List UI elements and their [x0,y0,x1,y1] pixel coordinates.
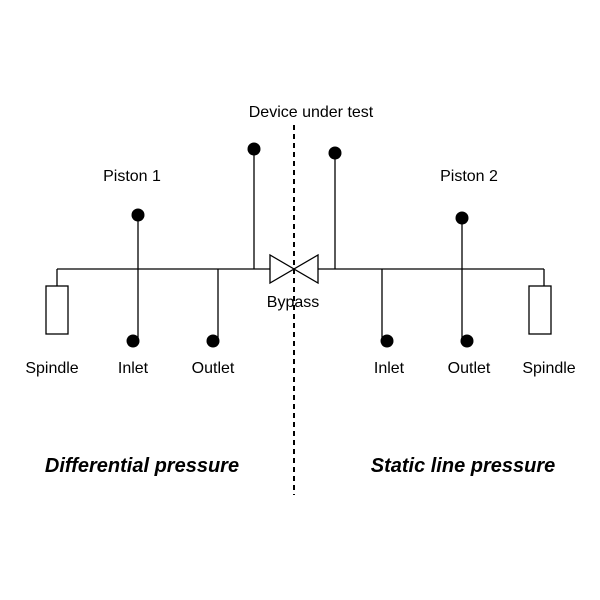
left-inlet-port [126,334,140,348]
piston-1-label: Piston 1 [103,168,161,185]
left-spindle-label: Spindle [25,360,78,377]
left-outlet-label: Outlet [192,360,235,377]
right-inlet-port [380,334,394,348]
left-inlet-label: Inlet [118,360,149,377]
piston-1-top-port [131,208,145,222]
dut-left-port [247,142,261,156]
bypass-label: Bypass [267,294,319,311]
device-under-test-label: Device under test [249,104,374,121]
piston-2-label: Piston 2 [440,168,498,185]
right-spindle-label: Spindle [522,360,575,377]
left-spindle-cylinder [45,285,69,335]
piston-2-top-port [455,211,469,225]
static-line-pressure-label: Static line pressure [371,455,556,477]
right-spindle-cylinder [528,285,552,335]
differential-pressure-label: Differential pressure [45,455,239,477]
right-outlet-port [460,334,474,348]
bypass-valve-right [292,253,319,285]
left-outlet-port [206,334,220,348]
right-inlet-label: Inlet [374,360,405,377]
right-outlet-label: Outlet [448,360,491,377]
bypass-valve-left [269,253,296,285]
dut-right-port [328,146,342,160]
